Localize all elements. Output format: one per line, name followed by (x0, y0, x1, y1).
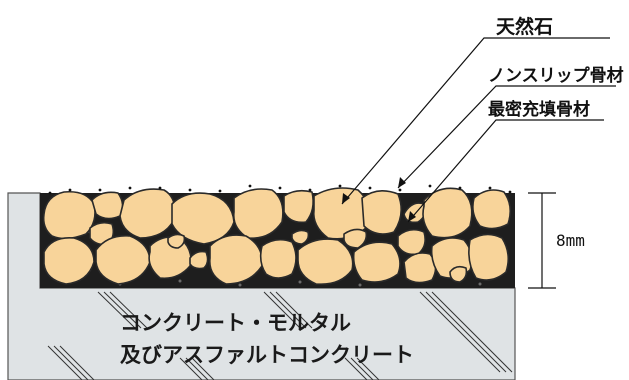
label-nonslip-aggregate: ノンスリップ骨材 (488, 65, 624, 86)
leader-dense (407, 119, 604, 223)
substrate-hatching (47, 291, 513, 380)
thickness-dimension (528, 192, 556, 289)
label-dense-aggregate: 最密充填骨材 (488, 99, 590, 120)
surface-grit (48, 184, 512, 195)
leader-arrowheads (342, 177, 416, 222)
label-thickness: 8mm (556, 231, 585, 250)
leader-nonslip (397, 85, 616, 189)
natural-stones (42, 187, 512, 286)
arrow-dense (408, 211, 416, 222)
label-natural-stone: 天然石 (496, 15, 553, 38)
leader-stone (341, 37, 610, 205)
arrow-nonslip (398, 177, 406, 188)
label-substrate-line1: コンクリート・モルタル (120, 311, 351, 335)
label-substrate-line2: 及びアスファルトコンクリート (120, 343, 414, 367)
arrow-stone (342, 193, 350, 204)
leader-lines (341, 37, 616, 223)
